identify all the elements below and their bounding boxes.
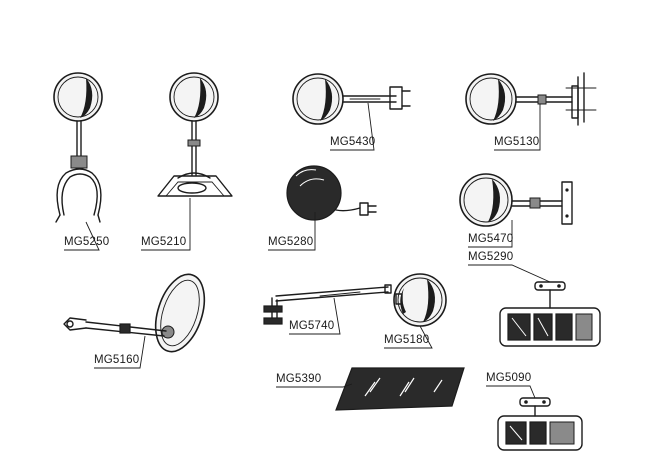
part-label-mg5090: MG5090 (486, 372, 532, 384)
part-label-mg5740: MG5740 (289, 320, 335, 332)
part-label-mg5470: MG5470 (468, 233, 514, 245)
leader-lines (64, 102, 551, 399)
part-label-mg5290: MG5290 (468, 251, 514, 263)
part-label-mg5180: MG5180 (384, 334, 430, 346)
rear-view-mirror-icon (499, 281, 601, 347)
rear-view-mirror-small-icon (497, 397, 583, 451)
mirror-glass-icon (335, 367, 465, 411)
plate-arm-mirror-icon (459, 173, 573, 227)
part-label-mg5160: MG5160 (94, 354, 140, 366)
part-label-mg5210: MG5210 (141, 236, 187, 248)
bracket-arm-mirror-icon (465, 72, 597, 126)
oval-arm-mirror-icon (63, 273, 206, 353)
part-label-mg5130: MG5130 (494, 136, 540, 148)
extension-arm-icon (263, 284, 392, 325)
part-label-mg5390: MG5390 (276, 373, 322, 385)
round-mirror-head-icon (393, 273, 447, 327)
part-label-mg5280: MG5280 (268, 236, 314, 248)
part-label-mg5430: MG5430 (330, 136, 376, 148)
round-wing-mirror-icon (286, 165, 377, 221)
part-label-mg5250: MG5250 (64, 236, 110, 248)
base-mount-mirror-icon (157, 72, 233, 197)
clamp-mount-mirror-icon (53, 72, 103, 223)
arm-mirror-icon (292, 73, 411, 125)
